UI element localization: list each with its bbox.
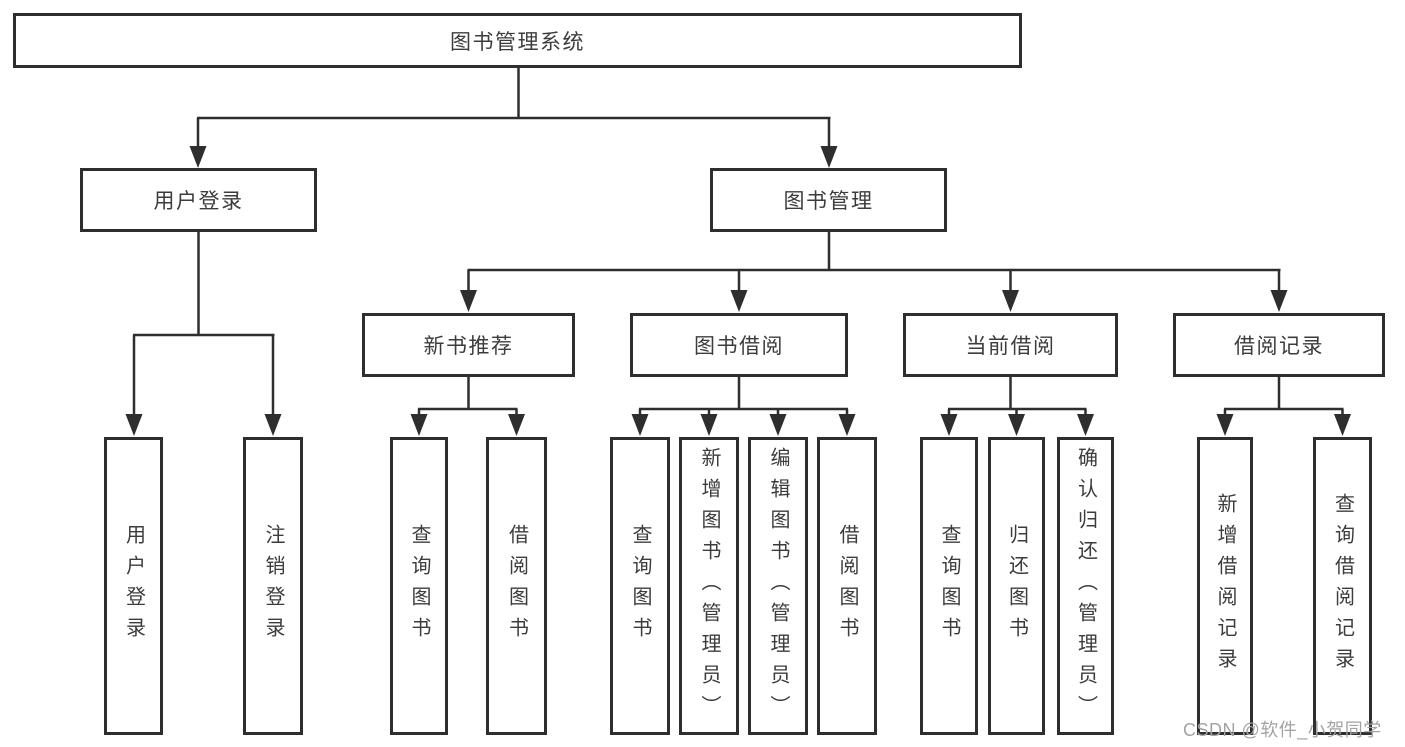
leaf-bb-query-book: 查询图书 (610, 437, 670, 735)
node-borrow-records-label: 借阅记录 (1234, 335, 1324, 358)
node-borrow-records: 借阅记录 (1173, 313, 1385, 377)
leaf-cb-confirm-return-admin: 确认归还（管理员） (1057, 437, 1114, 735)
node-current-borrow: 当前借阅 (903, 313, 1118, 377)
node-book-borrow-label: 图书借阅 (694, 335, 784, 358)
leaf-bb-add-book-admin-label: 新增图书（管理员） (698, 446, 720, 726)
leaf-bb-edit-book-admin: 编辑图书（管理员） (748, 437, 808, 735)
leaf-bb-add-book-admin: 新增图书（管理员） (679, 437, 739, 735)
leaf-bb-borrow-book: 借阅图书 (817, 437, 877, 735)
node-book-management: 图书管理 (710, 168, 947, 232)
node-book-management-label: 图书管理 (783, 190, 874, 213)
leaf-cb-query-book-label: 查询图书 (938, 524, 960, 648)
leaf-bb-edit-book-admin-label: 编辑图书（管理员） (767, 446, 789, 726)
leaf-cb-query-book: 查询图书 (920, 437, 978, 735)
node-new-book-recommend: 新书推荐 (362, 313, 575, 377)
leaf-cb-confirm-return-admin-label: 确认归还（管理员） (1074, 446, 1097, 726)
leaf-nb-borrow-book-label: 借阅图书 (505, 524, 528, 648)
leaf-user-login: 用户登录 (104, 437, 163, 735)
leaf-br-add-record-label: 新增借阅记录 (1214, 493, 1236, 679)
node-user-login-label: 用户登录 (153, 190, 244, 213)
leaf-user-login-label: 用户登录 (122, 524, 145, 648)
leaf-nb-query-book-label: 查询图书 (408, 524, 430, 648)
node-user-login: 用户登录 (80, 168, 317, 232)
node-current-borrow-label: 当前借阅 (965, 335, 1056, 358)
node-new-book-recommend-label: 新书推荐 (423, 335, 514, 358)
leaf-cb-return-book: 归还图书 (988, 437, 1045, 735)
watermark: CSDN @软件_小贺同学 (1183, 720, 1382, 740)
leaf-br-query-record: 查询借阅记录 (1313, 437, 1372, 735)
node-root-label: 图书管理系统 (450, 30, 585, 54)
leaf-logout-label: 注销登录 (262, 524, 284, 648)
node-root: 图书管理系统 (13, 13, 1022, 68)
leaf-logout: 注销登录 (243, 437, 303, 735)
leaf-nb-borrow-book: 借阅图书 (486, 437, 547, 735)
leaf-cb-return-book-label: 归还图书 (1005, 524, 1028, 648)
node-book-borrow: 图书借阅 (630, 313, 848, 377)
leaf-br-add-record: 新增借阅记录 (1197, 437, 1253, 735)
leaf-bb-query-book-label: 查询图书 (629, 524, 651, 648)
leaf-br-query-record-label: 查询借阅记录 (1331, 493, 1354, 679)
leaf-nb-query-book: 查询图书 (390, 437, 448, 735)
leaf-bb-borrow-book-label: 借阅图书 (836, 524, 858, 648)
